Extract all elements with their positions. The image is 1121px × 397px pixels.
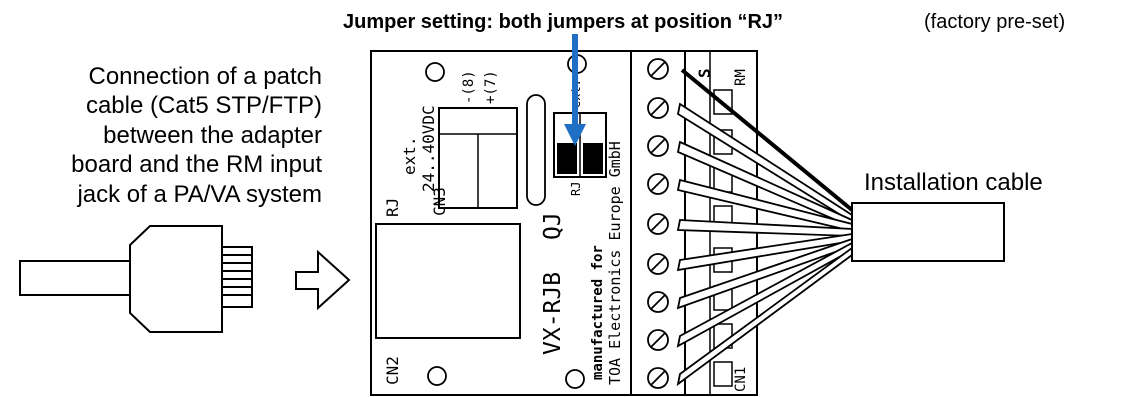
terminal-label-s: S: [695, 68, 714, 78]
model-name: VX-RJB: [540, 272, 566, 355]
jumper-heading-note: (factory pre-set): [924, 11, 1065, 33]
label-plus-7: +(7): [483, 70, 499, 104]
patch-cable-body: [19, 260, 131, 296]
label-cn3: CN3: [430, 187, 449, 216]
mount-hole-top-left: [425, 62, 445, 82]
manufacturer-line-1: manufactured for: [590, 245, 606, 380]
plug-contact-block: [221, 246, 253, 308]
label-minus-8: -(8): [461, 70, 477, 104]
label-rj: RJ: [383, 198, 402, 217]
label-cn2: CN2: [383, 356, 402, 385]
plug-housing: [129, 225, 223, 333]
model-suffix: QJ: [540, 212, 566, 240]
jumper-cap-2: [583, 143, 603, 174]
rj45-plug-icon: [19, 225, 253, 333]
caption-line-5: jack of a PA/VA system: [76, 181, 322, 208]
jumper-cap-1: [557, 143, 577, 174]
caption-line-4: board and the RM input: [71, 151, 322, 178]
rj-socket: [375, 223, 521, 339]
manufacturer-line-2: TOA Electronics Europe GmbH: [606, 141, 624, 385]
mount-hole-bottom-right: [565, 369, 585, 389]
installation-cable-jacket: [851, 202, 1005, 262]
installation-cable-label: Installation cable: [864, 169, 1043, 196]
label-voltage: 24..40VDC: [419, 105, 438, 192]
shield-wire: [680, 68, 854, 212]
caption-line-1: Connection of a patch: [89, 63, 323, 90]
board-slot: [526, 94, 546, 206]
terminal-label-cn1: CN1: [733, 367, 749, 392]
caption-line-3: between the adapter: [103, 122, 322, 149]
terminal-label-rm: RM: [733, 69, 749, 86]
insert-arrow-icon: [295, 249, 351, 311]
mount-hole-bottom-left: [427, 366, 447, 386]
jumper-heading-bold: Jumper setting: both jumpers at position…: [343, 11, 783, 33]
jumper-pointer-arrow-icon: [564, 34, 586, 146]
jumper-block: [553, 112, 607, 178]
caption-line-2: cable (Cat5 STP/FTP): [86, 92, 322, 119]
patch-cable-caption: Connection of a patch cable (Cat5 STP/FT…: [71, 63, 322, 208]
label-ext: ext.: [400, 136, 419, 175]
jumper-label-rj: RJ: [569, 182, 583, 196]
